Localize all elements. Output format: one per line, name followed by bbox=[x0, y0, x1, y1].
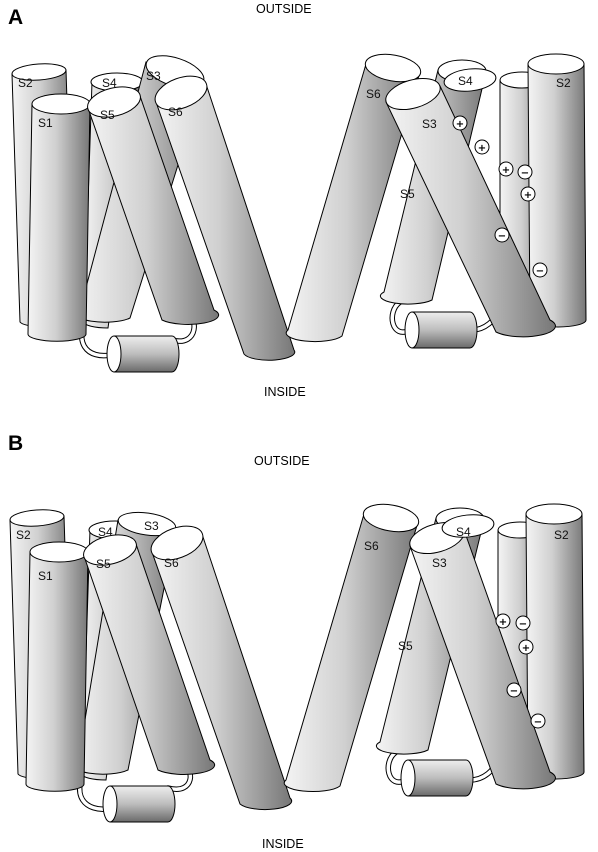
helix-s3-s4-right bbox=[385, 77, 556, 338]
segment-label: S3 bbox=[422, 117, 437, 131]
segment-label: S2 bbox=[18, 76, 33, 90]
segment-label: S3 bbox=[432, 556, 447, 570]
segment-label: S2 bbox=[556, 76, 571, 90]
panel-b: B OUTSIDE INSIDE bbox=[8, 432, 585, 851]
charge-marker: − bbox=[494, 227, 510, 243]
svg-text:−: − bbox=[510, 686, 518, 697]
svg-text:−: − bbox=[498, 231, 506, 242]
charge-marker: − bbox=[506, 682, 522, 698]
svg-text:+: + bbox=[522, 643, 530, 654]
svg-text:+: + bbox=[524, 190, 532, 201]
segment-label: S2 bbox=[554, 528, 569, 542]
outside-label-b: OUTSIDE bbox=[254, 454, 310, 468]
segment-label: S4 bbox=[102, 76, 117, 90]
segment-label: S2 bbox=[16, 528, 31, 542]
helix-s5-left bbox=[87, 86, 220, 325]
segment-label: S5 bbox=[100, 108, 115, 122]
segment-label: S4 bbox=[456, 525, 471, 539]
s4-s5-linker-cylinder bbox=[404, 311, 478, 349]
charge-marker: − bbox=[532, 262, 548, 278]
segment-label: S3 bbox=[144, 519, 159, 533]
charge-marker: + bbox=[452, 115, 468, 131]
helix-s4-right-front bbox=[443, 68, 497, 92]
svg-text:−: − bbox=[521, 168, 529, 179]
segment-label: S5 bbox=[398, 639, 413, 653]
segment-label: S3 bbox=[146, 69, 161, 83]
helix-s6-left bbox=[150, 525, 293, 811]
segment-label: S4 bbox=[98, 525, 113, 539]
segment-label: S6 bbox=[366, 87, 381, 101]
charge-marker: + bbox=[520, 186, 536, 202]
svg-text:+: + bbox=[456, 119, 464, 130]
helix-s4-right-top bbox=[441, 514, 495, 538]
helix-s6-right bbox=[283, 503, 420, 793]
helix-s6-right bbox=[285, 53, 422, 343]
inside-label-b: INSIDE bbox=[262, 837, 304, 851]
segment-label: S6 bbox=[364, 539, 379, 553]
charge-marker: − bbox=[515, 615, 531, 631]
svg-text:+: + bbox=[499, 617, 507, 628]
helix-s1-left bbox=[27, 93, 91, 342]
charge-marker: − bbox=[530, 713, 546, 729]
helix-s2-right bbox=[527, 53, 587, 328]
s4-s5-linker-cylinder bbox=[106, 335, 180, 373]
panel-a: A OUTSIDE INSIDE bbox=[8, 2, 587, 399]
helix-s5-left bbox=[83, 534, 216, 775]
svg-text:+: + bbox=[502, 165, 510, 176]
helix-s1-left bbox=[25, 541, 89, 792]
svg-text:+: + bbox=[478, 143, 486, 154]
segment-label: S6 bbox=[168, 105, 183, 119]
helix-s6-left bbox=[154, 75, 296, 361]
inside-label-a: INSIDE bbox=[264, 385, 306, 399]
segment-label: S5 bbox=[400, 187, 415, 201]
charge-marker: + bbox=[498, 161, 514, 177]
outside-label-a: OUTSIDE bbox=[256, 2, 312, 16]
panel-letter-a: A bbox=[8, 6, 23, 29]
segment-label: S6 bbox=[164, 556, 179, 570]
segment-label: S1 bbox=[38, 569, 53, 583]
svg-text:−: − bbox=[534, 717, 542, 728]
segment-label: S5 bbox=[96, 557, 111, 571]
helix-s2-right bbox=[525, 503, 585, 780]
panel-letter-b: B bbox=[8, 432, 23, 455]
segment-label: S1 bbox=[38, 116, 53, 130]
charge-marker: + bbox=[518, 639, 534, 655]
svg-text:−: − bbox=[519, 619, 527, 630]
charge-marker: + bbox=[474, 139, 490, 155]
s4-s5-linker-cylinder bbox=[400, 759, 474, 797]
svg-text:−: − bbox=[536, 266, 544, 277]
segment-label: S4 bbox=[458, 74, 473, 88]
charge-marker: − bbox=[517, 164, 533, 180]
charge-marker: + bbox=[495, 613, 511, 629]
s4-s5-linker-cylinder bbox=[102, 785, 176, 823]
